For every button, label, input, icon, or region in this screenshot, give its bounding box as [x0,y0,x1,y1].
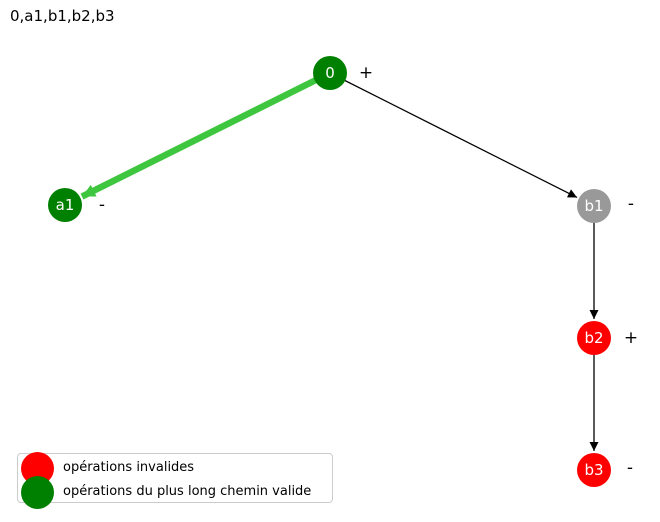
node-sign-b3: - [627,458,633,478]
node-b1 [577,189,611,223]
node-label-0: 0 [325,64,335,82]
node-b3 [577,453,611,487]
edge-0-to-a1 [80,70,332,200]
edge-0-to-b1 [329,72,578,199]
node-label-b1: b1 [584,197,603,215]
plot-title: 0,a1,b1,b2,b3 [10,7,115,25]
legend-item-invalid: opérations invalides [18,452,332,485]
node-label-b3: b3 [584,461,603,479]
edges-layer [80,70,599,451]
legend-label-valid: opérations du plus long chemin valide [63,484,312,499]
node-0 [313,56,347,90]
node-sign-0: + [359,63,373,83]
legend: opérations invalides opérations du plus … [17,452,333,509]
node-sign-b1: - [628,194,634,214]
signs-layer: + - - + - [99,63,638,478]
node-a1 [48,188,82,222]
node-b2 [577,321,611,355]
green-circle-icon [21,476,54,509]
node-sign-b2: + [624,328,638,348]
node-label-a1: a1 [56,196,75,214]
legend-item-valid: opérations du plus long chemin valide [18,476,332,509]
node-sign-a1: - [99,195,105,215]
legend-label-invalid: opérations invalides [63,460,195,475]
nodes-layer: 0 a1 b1 b2 b3 [48,56,611,487]
node-label-b2: b2 [584,329,603,347]
